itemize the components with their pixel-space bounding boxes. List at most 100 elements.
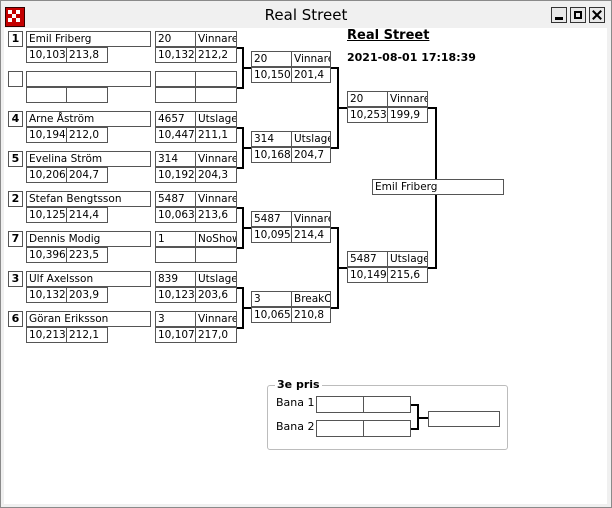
result-status-field: Utslagen bbox=[195, 271, 237, 287]
reaction-time-field: 10,132 bbox=[26, 287, 67, 303]
speed-field: 212,2 bbox=[195, 47, 237, 63]
racer-name-field[interactable] bbox=[26, 71, 151, 87]
seed-number: 1 bbox=[8, 31, 23, 47]
speed-field: 204,3 bbox=[195, 167, 237, 183]
speed-field: 211,1 bbox=[195, 127, 237, 143]
lane2-label: Bana 2 bbox=[276, 420, 315, 433]
connector bbox=[428, 267, 436, 269]
time-field: 10,063 bbox=[155, 207, 196, 223]
time-field: 10,095 bbox=[251, 227, 292, 243]
speed-field: 223,5 bbox=[66, 247, 108, 263]
connector bbox=[237, 327, 243, 329]
lane2-field-b[interactable] bbox=[363, 420, 411, 437]
minimize-button[interactable] bbox=[551, 7, 567, 23]
result-status-field: Vinnare bbox=[291, 51, 331, 67]
event-datetime: 2021-08-01 17:18:39 bbox=[347, 51, 476, 64]
lane1-field-a[interactable] bbox=[316, 396, 364, 413]
result-status-field: BreakOut bbox=[291, 291, 331, 307]
connector bbox=[242, 67, 251, 69]
racer-name-field[interactable]: Dennis Modig bbox=[26, 231, 151, 247]
car-number-field: 5487 bbox=[251, 211, 292, 227]
car-number-field: 4657 bbox=[155, 111, 196, 127]
car-number-field: 5487 bbox=[155, 191, 196, 207]
speed-field: 203,6 bbox=[195, 287, 237, 303]
speed-field: 214,4 bbox=[291, 227, 331, 243]
window-title: Real Street bbox=[264, 6, 348, 24]
speed-field bbox=[195, 87, 237, 103]
time-field: 10,150 bbox=[251, 67, 292, 83]
car-number-field: 20 bbox=[251, 51, 292, 67]
third-place-title: 3e pris bbox=[275, 378, 322, 391]
time-field: 10,132 bbox=[155, 47, 196, 63]
seed-number: 6 bbox=[8, 311, 23, 327]
connector bbox=[411, 404, 417, 406]
time-field: 10,168 bbox=[251, 147, 292, 163]
maximize-button[interactable] bbox=[570, 7, 586, 23]
seed-number: 5 bbox=[8, 151, 23, 167]
connector bbox=[331, 307, 338, 309]
connector bbox=[411, 428, 417, 430]
connector bbox=[331, 67, 338, 69]
racer-name-field[interactable]: Ulf Axelsson bbox=[26, 271, 151, 287]
speed-field: 212,1 bbox=[66, 327, 108, 343]
connector bbox=[237, 287, 243, 289]
app-icon bbox=[5, 7, 25, 27]
speed-field bbox=[66, 87, 108, 103]
racer-name-field[interactable]: Göran Eriksson bbox=[26, 311, 151, 327]
result-status-field: NoShow bbox=[195, 231, 237, 247]
car-number-field: 3 bbox=[251, 291, 292, 307]
racer-name-field[interactable]: Evelina Ström bbox=[26, 151, 151, 167]
car-number-field: 314 bbox=[155, 151, 196, 167]
speed-field: 203,9 bbox=[66, 287, 108, 303]
racer-name-field[interactable]: Arne Åström bbox=[26, 111, 151, 127]
result-status-field: Vinnare bbox=[195, 31, 237, 47]
seed-number: 3 bbox=[8, 271, 23, 287]
speed-field: 213,6 bbox=[195, 207, 237, 223]
result-status-field: Vinnare bbox=[195, 311, 237, 327]
time-field: 10,192 bbox=[155, 167, 196, 183]
result-status-field: Utslagen bbox=[291, 131, 331, 147]
speed-field: 217,0 bbox=[195, 327, 237, 343]
speed-field: 214,4 bbox=[66, 207, 108, 223]
car-number-field: 20 bbox=[347, 91, 388, 107]
racer-name-field[interactable]: Emil Friberg bbox=[26, 31, 151, 47]
reaction-time-field: 10,396 bbox=[26, 247, 67, 263]
connector bbox=[242, 227, 251, 229]
time-field: 10,149 bbox=[347, 267, 388, 283]
racer-name-field[interactable]: Stefan Bengtsson bbox=[26, 191, 151, 207]
close-button[interactable] bbox=[589, 7, 605, 23]
speed-field: 210,8 bbox=[291, 307, 331, 323]
speed-field bbox=[195, 247, 237, 263]
connector bbox=[428, 107, 436, 109]
speed-field: 201,4 bbox=[291, 67, 331, 83]
seed-number: 2 bbox=[8, 191, 23, 207]
car-number-field: 20 bbox=[155, 31, 196, 47]
connector bbox=[331, 227, 338, 229]
result-status-field: Vinnare bbox=[195, 151, 237, 167]
connector bbox=[417, 417, 428, 419]
car-number-field: 1 bbox=[155, 231, 196, 247]
time-field: 10,123 bbox=[155, 287, 196, 303]
connector bbox=[237, 207, 243, 209]
result-status-field bbox=[195, 71, 237, 87]
result-status-field: Vinnare bbox=[195, 191, 237, 207]
seed-number bbox=[8, 71, 23, 87]
lane2-field-a[interactable] bbox=[316, 420, 364, 437]
third-place-group bbox=[267, 385, 508, 450]
time-field: 10,447 bbox=[155, 127, 196, 143]
car-number-field: 5487 bbox=[347, 251, 388, 267]
event-heading: Real Street bbox=[347, 28, 430, 43]
seed-number: 7 bbox=[8, 231, 23, 247]
title-bar[interactable]: Real Street bbox=[1, 1, 611, 31]
connector bbox=[237, 87, 243, 89]
time-field bbox=[155, 247, 196, 263]
result-status-field: Utslagen bbox=[387, 251, 428, 267]
lane1-field-b[interactable] bbox=[363, 396, 411, 413]
connector bbox=[242, 307, 251, 309]
time-field: 10,065 bbox=[251, 307, 292, 323]
time-field: 10,107 bbox=[155, 327, 196, 343]
speed-field: 212,0 bbox=[66, 127, 108, 143]
result-status-field: Vinnare bbox=[387, 91, 428, 107]
